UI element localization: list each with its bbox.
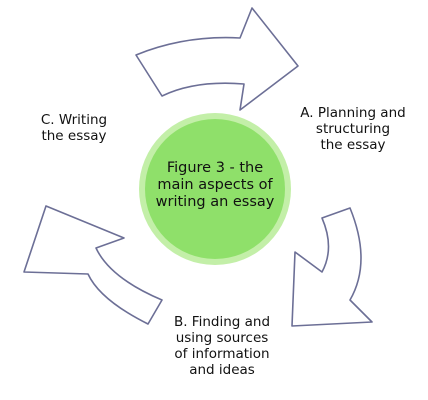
center-circle: [145, 119, 285, 259]
arrow-right-icon: [291, 207, 373, 327]
arrow-top-icon: [135, 7, 299, 111]
step-b-label: B. Finding and using sources of informat…: [173, 314, 271, 378]
step-c-label: C. Writing the essay: [40, 112, 108, 144]
step-a-label: A. Planning and structuring the essay: [300, 105, 406, 153]
arrow-left-icon: [23, 205, 163, 325]
center-title: Figure 3 - the main aspects of writing a…: [155, 160, 275, 210]
